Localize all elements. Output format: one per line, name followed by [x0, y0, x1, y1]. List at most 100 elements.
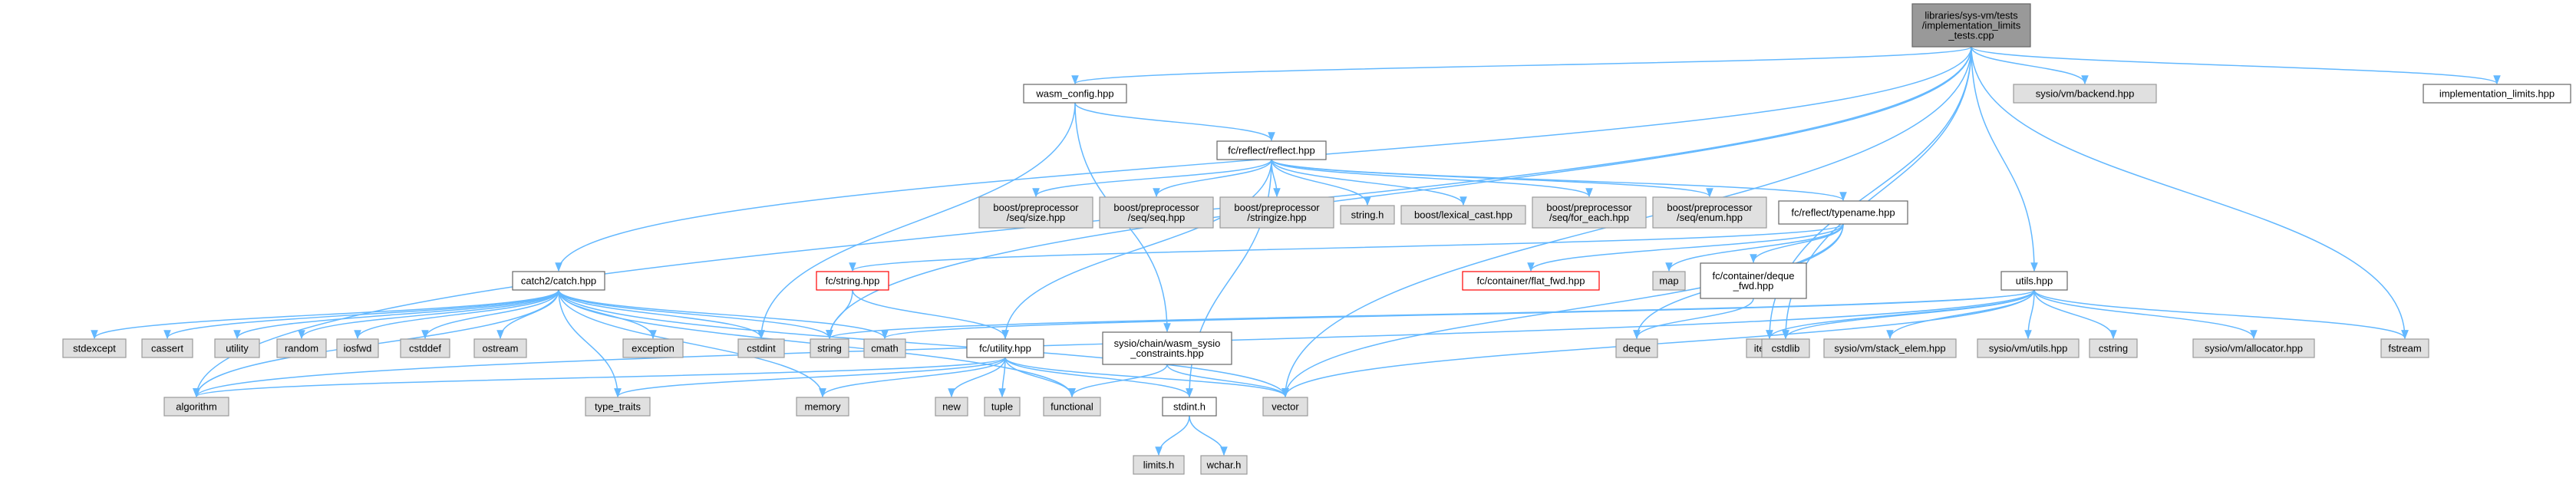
node-box: [400, 338, 450, 358]
node-label-line: fc/string.hpp: [826, 275, 880, 287]
include-edge-constraints-to-functional: [1068, 364, 1168, 398]
edge-arrow: [233, 289, 559, 340]
node-box: [473, 338, 527, 358]
edge-arrow: [1750, 223, 1844, 264]
node-box: [1102, 331, 1232, 365]
node-box: [585, 397, 651, 417]
edge-arrow: [1271, 159, 1593, 198]
node-label-line: implementation_limits.hpp: [2439, 88, 2555, 100]
include-edge-reflect-to-string_h: [1271, 159, 1371, 206]
node-box: [1216, 140, 1327, 160]
node-stdexcept: stdexcept: [62, 338, 127, 358]
node-cstddef: cstddef: [400, 338, 450, 358]
include-edge-reflect-to-seq_seq: [1153, 159, 1272, 198]
node-flat-fwd[interactable]: fc/container/flat_fwd.hpp: [1462, 271, 1600, 291]
include-edge-utils-to-vm_utils: [2024, 289, 2035, 340]
include-edge-fc_utility-to-algorithm: [193, 357, 1006, 398]
node-box: [1615, 338, 1658, 358]
edge-arrow: [421, 289, 559, 340]
node-constraints[interactable]: sysio/chain/wasm_sysio_constraints.hpp: [1102, 331, 1232, 365]
edge-arrow: [1271, 159, 1467, 206]
node-wasm-config[interactable]: wasm_config.hpp: [1023, 84, 1127, 104]
node-box: [622, 338, 684, 358]
node-utils[interactable]: utils.hpp: [2000, 271, 2068, 291]
node-limits-h: limits.h: [1133, 455, 1185, 475]
edge-arrow: [1189, 415, 1228, 456]
node-deque-fwd[interactable]: fc/container/deque_fwd.hpp: [1700, 262, 1807, 299]
node-typename[interactable]: fc/reflect/typename.hpp: [1778, 200, 1908, 225]
node-label-line: /implementation_limits: [1922, 20, 2021, 31]
node-catch[interactable]: catch2/catch.hpp: [512, 271, 605, 291]
node-label-line: catch2/catch.hpp: [521, 275, 596, 287]
include-edge-utils-to-cstring: [2033, 289, 2117, 340]
node-label-line: boost/preprocessor: [993, 202, 1079, 213]
node-functional: functional: [1043, 397, 1101, 417]
include-edge-catch-to-string: [558, 289, 833, 340]
node-root[interactable]: libraries/sys-vm/tests/implementation_li…: [1911, 3, 2031, 48]
edge-arrow: [1032, 159, 1272, 198]
node-box: [796, 397, 849, 417]
node-fc-utility[interactable]: fc/utility.hpp: [966, 338, 1044, 358]
edge-arrow: [1166, 364, 1289, 398]
node-box: [2000, 271, 2068, 291]
edge-arrow: [2033, 289, 2258, 340]
node-box: [1652, 196, 1767, 229]
node-box: [1778, 200, 1908, 225]
edge-arrow: [819, 357, 1006, 398]
edge-arrow: [849, 223, 1844, 272]
edge-arrow: [1527, 223, 1844, 272]
node-fc-string[interactable]: fc/string.hpp: [816, 271, 889, 291]
include-edge-reflect-to-seq_size: [1032, 159, 1272, 198]
include-edge-catch-to-random: [298, 289, 559, 340]
node-box: [984, 397, 1021, 417]
node-new: new: [935, 397, 968, 417]
edge-arrow: [948, 357, 1006, 398]
node-algorithm: algorithm: [163, 397, 229, 417]
node-label-line: string.h: [1351, 209, 1384, 221]
node-ostream: ostream: [473, 338, 527, 358]
node-tuple: tuple: [984, 397, 1021, 417]
node-label-line: algorithm: [176, 401, 216, 413]
include-edge-reflect-to-fc_utility: [1001, 159, 1272, 340]
include-edge-utils-to-fstream: [2033, 289, 2409, 340]
node-cstring: cstring: [2089, 338, 2138, 358]
node-type-traits: type_traits: [585, 397, 651, 417]
node-label-line: boost/preprocessor: [1113, 202, 1199, 213]
node-box: [935, 397, 968, 417]
include-edge-root-to-fstream: [1971, 46, 2409, 340]
edges-layer: [91, 46, 2501, 456]
edge-arrow: [558, 289, 657, 340]
node-label-line: cassert: [151, 343, 183, 354]
include-edge-reflect-to-lexical_cast: [1271, 159, 1467, 206]
node-label-line: boost/preprocessor: [1667, 202, 1753, 213]
include-edge-stdint_h-to-wchar_h: [1189, 415, 1228, 456]
node-label-line: stdint.h: [1173, 401, 1206, 413]
node-label-line: functional: [1051, 401, 1093, 413]
node-box: [1219, 196, 1334, 229]
edge-arrow: [1074, 102, 1275, 142]
node-label-line: vector: [1272, 401, 1299, 413]
edge-arrow: [1971, 46, 2089, 85]
include-edge-stdint_h-to-limits_h: [1155, 415, 1190, 456]
edge-arrow: [1271, 159, 1847, 202]
node-stdint-h[interactable]: stdint.h: [1162, 397, 1217, 417]
include-edge-catch-to-type_traits: [558, 289, 622, 398]
node-seq-size: boost/preprocessor/seq/size.hpp: [978, 196, 1093, 229]
edge-arrow: [558, 289, 889, 340]
node-box: [62, 338, 127, 358]
node-box: [1761, 338, 1810, 358]
node-map: map: [1652, 271, 1686, 291]
node-label-line: ostream: [483, 343, 519, 354]
node-utility: utility: [214, 338, 260, 358]
node-box: [1262, 397, 1308, 417]
include-edge-wasm_config-to-reflect: [1074, 102, 1275, 142]
node-reflect[interactable]: fc/reflect/reflect.hpp: [1216, 140, 1327, 160]
node-label-line: sysio/vm/stack_elem.hpp: [1834, 343, 1945, 354]
node-label-line: /seq/seq.hpp: [1128, 212, 1185, 223]
edge-arrow: [354, 289, 559, 340]
include-edge-utils-to-vector: [1281, 289, 2035, 398]
node-random: random: [276, 338, 327, 358]
node-label-line: utils.hpp: [2016, 275, 2053, 287]
edge-arrow: [2033, 289, 2409, 340]
node-impl-limits[interactable]: implementation_limits.hpp: [2423, 84, 2571, 104]
